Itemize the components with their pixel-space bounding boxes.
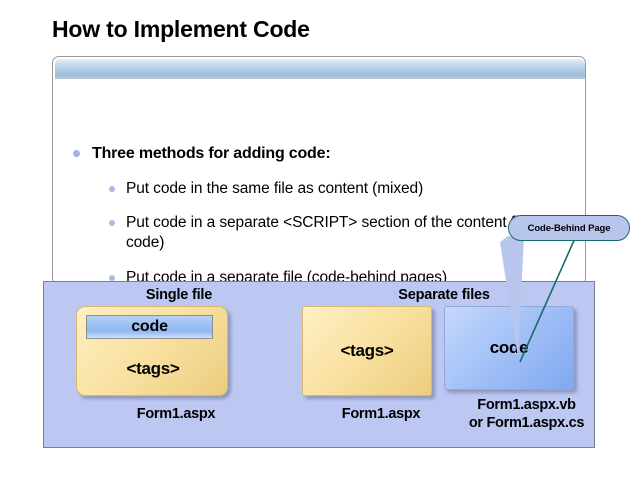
bullet-item-code-behind: Put code in a separate file (code-behind… xyxy=(109,268,569,285)
column-title-separate-files: Separate files xyxy=(398,287,490,303)
diagram-box-label: <tags> xyxy=(340,341,394,360)
diagram-box-single-file: code <tags> xyxy=(76,306,228,396)
diagram-box-label: code xyxy=(131,318,168,335)
file-label-line-1: Form1.aspx.vb xyxy=(477,397,576,413)
column-title-single-file: Single file xyxy=(145,287,213,303)
file-label-separate-markup: Form1.aspx xyxy=(341,406,421,422)
bullet-dot-icon xyxy=(73,150,80,157)
diagram-panel: Single file Separate files code <tags> F… xyxy=(43,281,595,448)
callout-code-behind-page: Code-Behind Page xyxy=(508,215,630,241)
bullet-dot-icon xyxy=(109,186,115,192)
bullet-label: Put code in a separate <SCRIPT> section … xyxy=(126,214,576,251)
content-panel: Three methods for adding code: Put code … xyxy=(52,56,586,285)
bullet-dot-icon xyxy=(109,220,115,226)
callout-label: Code-Behind Page xyxy=(527,222,611,234)
file-label-separate-code: Form1.aspx.vb or Form1.aspx.cs xyxy=(434,396,619,432)
bullet-dot-icon xyxy=(109,275,115,281)
diagram-box-single-code: code xyxy=(86,315,213,339)
diagram-box-label: <tags> xyxy=(126,359,180,378)
bullet-item-inline-code: Put code in a separate <SCRIPT> section … xyxy=(109,213,579,253)
bullet-label: Put code in a separate file (code-behind… xyxy=(126,269,448,285)
diagram-box-separate-tags: <tags> xyxy=(302,306,432,396)
page-title: How to Implement Code xyxy=(52,16,310,42)
file-label-single: Form1.aspx xyxy=(136,406,216,422)
bullet-label: Three methods for adding code: xyxy=(92,145,331,162)
diagram-box-label: code xyxy=(489,338,529,357)
diagram-box-separate-code: code xyxy=(444,306,574,390)
panel-header-bar xyxy=(55,59,585,79)
file-label-line-2: or Form1.aspx.cs xyxy=(468,415,585,431)
bullet-item-mixed: Put code in the same file as content (mi… xyxy=(109,179,569,199)
bullet-item-three-methods: Three methods for adding code: xyxy=(73,143,573,164)
bullet-label: Put code in the same file as content (mi… xyxy=(126,180,424,197)
